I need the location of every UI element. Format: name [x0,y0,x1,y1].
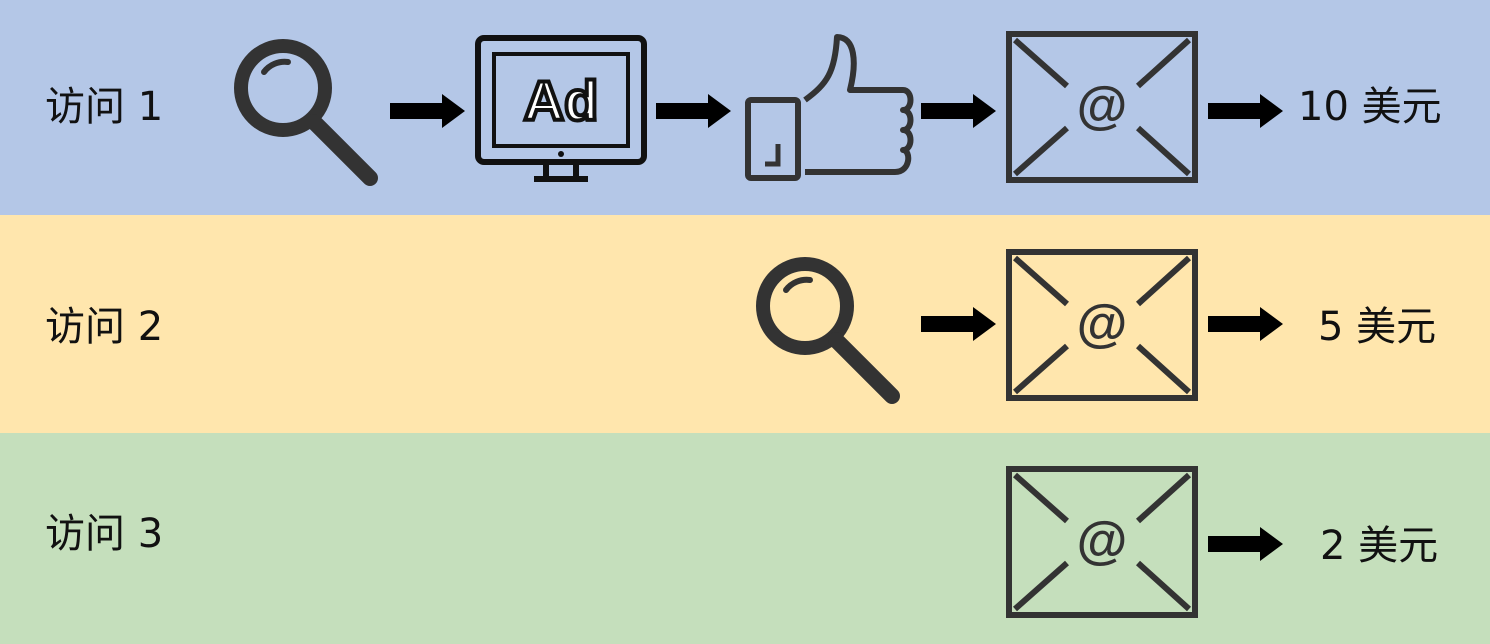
visit-1-label: 访问 1 [45,84,164,130]
email-symbol: @ [1077,77,1128,135]
visit-2-label: 访问 2 [45,304,164,350]
visit-3-value: 2 美元 [1320,523,1439,569]
ad-text: Ad [524,69,599,132]
arrow-icon [1208,307,1286,341]
search-icon [750,248,910,408]
arrow-icon [921,307,999,341]
email-icon: @ [1005,248,1200,403]
arrow-icon [390,94,468,128]
email-symbol: @ [1077,295,1128,353]
search-icon [228,30,388,190]
arrow-icon [1208,527,1286,561]
ad-monitor-icon: Ad [474,34,649,184]
email-icon: @ [1005,30,1200,185]
arrow-icon [1208,94,1286,128]
email-icon: @ [1005,465,1200,620]
email-symbol: @ [1077,512,1128,570]
visit-2-value: 5 美元 [1318,304,1437,350]
arrow-icon [921,94,999,128]
thumbs-up-icon [745,32,915,182]
arrow-icon [656,94,734,128]
visit-1-value: 10 美元 [1298,84,1442,130]
visit-3-label: 访问 3 [45,511,164,557]
